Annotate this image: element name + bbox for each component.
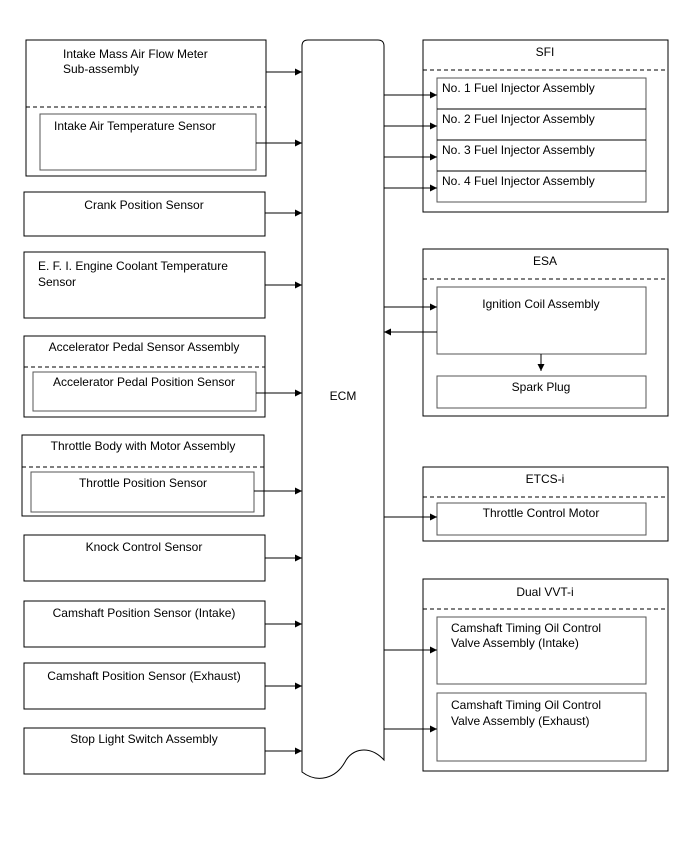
input-crank: Crank Position Sensor <box>23 191 302 237</box>
esa-title: ESA <box>533 254 557 268</box>
input-ect: E. F. I. Engine Coolant Temperature Sens… <box>23 251 302 319</box>
ocv-exhaust-box <box>436 692 647 762</box>
input-stop-light: Stop Light Switch Assembly <box>23 727 302 775</box>
knock-sensor-box <box>23 534 266 582</box>
ect-sensor-box <box>23 251 266 319</box>
ocv-intake-line2: Valve Assembly (Intake) <box>451 636 579 650</box>
injector-1-label: No. 1 Fuel Injector Assembly <box>442 81 595 95</box>
ecm-bus: ECM <box>301 39 385 779</box>
iat-sensor-label: Intake Air Temperature Sensor <box>54 119 216 133</box>
accel-assembly-label: Accelerator Pedal Sensor Assembly <box>49 340 240 354</box>
input-cam-exhaust: Camshaft Position Sensor (Exhaust) <box>23 662 302 710</box>
ecm-label: ECM <box>330 389 357 403</box>
vvt-title: Dual VVT-i <box>516 585 573 599</box>
injector-2-label: No. 2 Fuel Injector Assembly <box>442 112 595 126</box>
ect-sensor-line2: Sensor <box>38 275 76 289</box>
injector-3-label: No. 3 Fuel Injector Assembly <box>442 143 595 157</box>
throttle-assembly-label: Throttle Body with Motor Assembly <box>51 439 236 453</box>
cam-exhaust-label: Camshaft Position Sensor (Exhaust) <box>47 669 240 683</box>
ocv-exhaust-line2: Valve Assembly (Exhaust) <box>451 714 590 728</box>
cam-intake-label: Camshaft Position Sensor (Intake) <box>53 606 236 620</box>
maf-title-line2: Sub-assembly <box>63 62 139 76</box>
accel-sensor-label: Accelerator Pedal Position Sensor <box>53 375 235 389</box>
ocv-intake-line1: Camshaft Timing Oil Control <box>451 621 601 635</box>
throttle-motor-label: Throttle Control Motor <box>483 506 600 520</box>
knock-sensor-label: Knock Control Sensor <box>86 540 203 554</box>
output-vvt: Dual VVT-i Camshaft Timing Oil Control V… <box>384 578 669 772</box>
input-maf-assembly: Intake Mass Air Flow Meter Sub-assembly … <box>25 39 302 177</box>
injector-4-label: No. 4 Fuel Injector Assembly <box>442 174 595 188</box>
output-sfi: SFI No. 1 Fuel Injector Assembly No. 2 F… <box>384 39 669 213</box>
throttle-position-label: Throttle Position Sensor <box>79 476 207 490</box>
input-throttle-assembly: Throttle Body with Motor Assembly Thrott… <box>21 434 302 517</box>
ocv-intake-box <box>436 616 647 685</box>
input-knock: Knock Control Sensor <box>23 534 302 582</box>
throttle-position-box <box>30 471 255 513</box>
sfi-title: SFI <box>536 45 555 59</box>
spark-plug-label: Spark Plug <box>512 380 571 394</box>
ect-sensor-line1: E. F. I. Engine Coolant Temperature <box>38 259 228 273</box>
etcs-title: ETCS-i <box>526 472 565 486</box>
stop-light-label: Stop Light Switch Assembly <box>70 732 217 746</box>
iat-sensor-box <box>39 113 257 171</box>
accel-sensor-box <box>32 371 257 412</box>
output-esa: ESA Ignition Coil Assembly Spark Plug <box>384 248 669 417</box>
stop-light-box <box>23 727 266 775</box>
throttle-motor-box <box>436 502 647 536</box>
input-accel-assembly: Accelerator Pedal Sensor Assembly Accele… <box>23 335 302 418</box>
ocv-exhaust-line1: Camshaft Timing Oil Control <box>451 698 601 712</box>
ignition-coil-box <box>436 286 647 355</box>
ignition-coil-label: Ignition Coil Assembly <box>482 297 599 311</box>
output-etcs: ETCS-i Throttle Control Motor <box>384 466 669 542</box>
maf-title-line1: Intake Mass Air Flow Meter <box>63 47 208 61</box>
cam-intake-box <box>23 600 266 648</box>
crank-sensor-box <box>23 191 266 237</box>
spark-plug-box <box>436 375 647 409</box>
input-cam-intake: Camshaft Position Sensor (Intake) <box>23 600 302 648</box>
crank-sensor-label: Crank Position Sensor <box>84 198 203 212</box>
